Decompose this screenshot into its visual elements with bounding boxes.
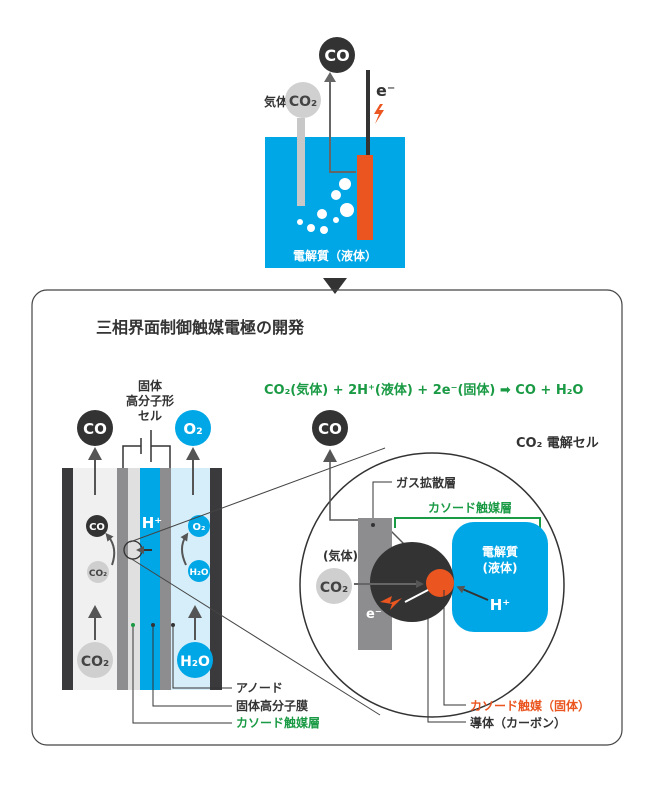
o2-output-label: O₂	[183, 420, 202, 438]
co-output-label: CO	[318, 420, 342, 438]
cathode-layer-bracket	[394, 517, 541, 528]
gas-tube	[297, 118, 305, 206]
cell-label-line1: 固体	[138, 378, 163, 393]
wire	[366, 70, 370, 160]
electron-label: e⁻	[376, 81, 395, 100]
cell-title: CO₂ 電解セル	[516, 435, 599, 451]
electrolyte-label: 電解質（液体）	[293, 248, 377, 263]
carbon-conductor	[370, 542, 454, 622]
co-label: CO	[324, 46, 349, 65]
co-small-label: CO	[89, 522, 105, 533]
anode	[160, 468, 171, 690]
cathode-electrode	[357, 155, 373, 240]
electrolyte-region	[452, 522, 548, 632]
liquid-electrolysis-cell: CO 気体 CO₂ e⁻ 電解質（液体）	[264, 37, 405, 268]
bubbles	[297, 178, 354, 234]
legend-cathode-layer: カソード触媒層	[236, 715, 320, 730]
reaction-equation: CO₂(気体) + 2H⁺(液体) + 2e⁻(固体) ➡ CO + H₂O	[264, 382, 583, 398]
co2-label: CO₂	[320, 580, 348, 596]
cathode-catalyst-layer	[117, 468, 128, 690]
electron-label: e⁻	[366, 607, 382, 622]
lightning-icon	[374, 104, 384, 124]
cathode-catalyst-particle	[426, 569, 454, 597]
co-molecule-icon	[319, 37, 355, 73]
co2-small-label: CO₂	[89, 569, 107, 579]
o2-small-label: O₂	[193, 522, 206, 533]
lightning-icon	[380, 596, 402, 610]
electrolyte-label-2: (液体)	[483, 560, 518, 575]
polymer-membrane	[140, 468, 160, 690]
development-panel	[31, 289, 623, 746]
co2-input-label: CO₂	[81, 654, 109, 670]
solid-polymer-cell: 固体 高分子形 セル CO O₂ H⁺ CO CO₂ O₂ H₂O CO₂ H₂…	[62, 378, 320, 730]
co2-molecule-icon	[285, 82, 321, 118]
electrolyte-bath	[265, 137, 405, 268]
h-plus-label: H⁺	[490, 596, 510, 614]
cathode-layer-label: カソード触媒層	[428, 500, 512, 515]
co-output-label: CO	[83, 420, 107, 438]
gas-diffusion-label: ガス拡散層	[396, 475, 456, 490]
down-arrow-icon	[323, 278, 347, 294]
conductor-label: 導体（カーボン）	[470, 715, 566, 730]
battery-symbol	[122, 430, 171, 468]
co-path-arrow	[329, 80, 356, 173]
gas-label: (気体)	[323, 548, 358, 563]
gas-label: 気体	[264, 94, 289, 109]
co2-electrolysis-cell-zoom: CO₂ 電解セル CO ガス拡散層 カソード触媒層 電解質 (液体) H⁺ (気…	[299, 410, 599, 730]
cell-label-line2: 高分子形	[126, 393, 174, 408]
h-plus-label: H⁺	[142, 514, 162, 532]
catalyst-label: カソード触媒（固体）	[470, 698, 590, 713]
co2-label: CO₂	[289, 94, 317, 110]
legend-membrane: 固体高分子膜	[236, 698, 308, 713]
h2o-small-label: H₂O	[189, 568, 208, 578]
legend-anode: アノード	[236, 681, 283, 695]
panel-title: 三相界面制御触媒電極の開発	[96, 318, 305, 337]
h2o-input-label: H₂O	[180, 654, 210, 670]
electrolyte-label-1: 電解質	[482, 544, 518, 559]
cell-label-line3: セル	[138, 409, 162, 423]
